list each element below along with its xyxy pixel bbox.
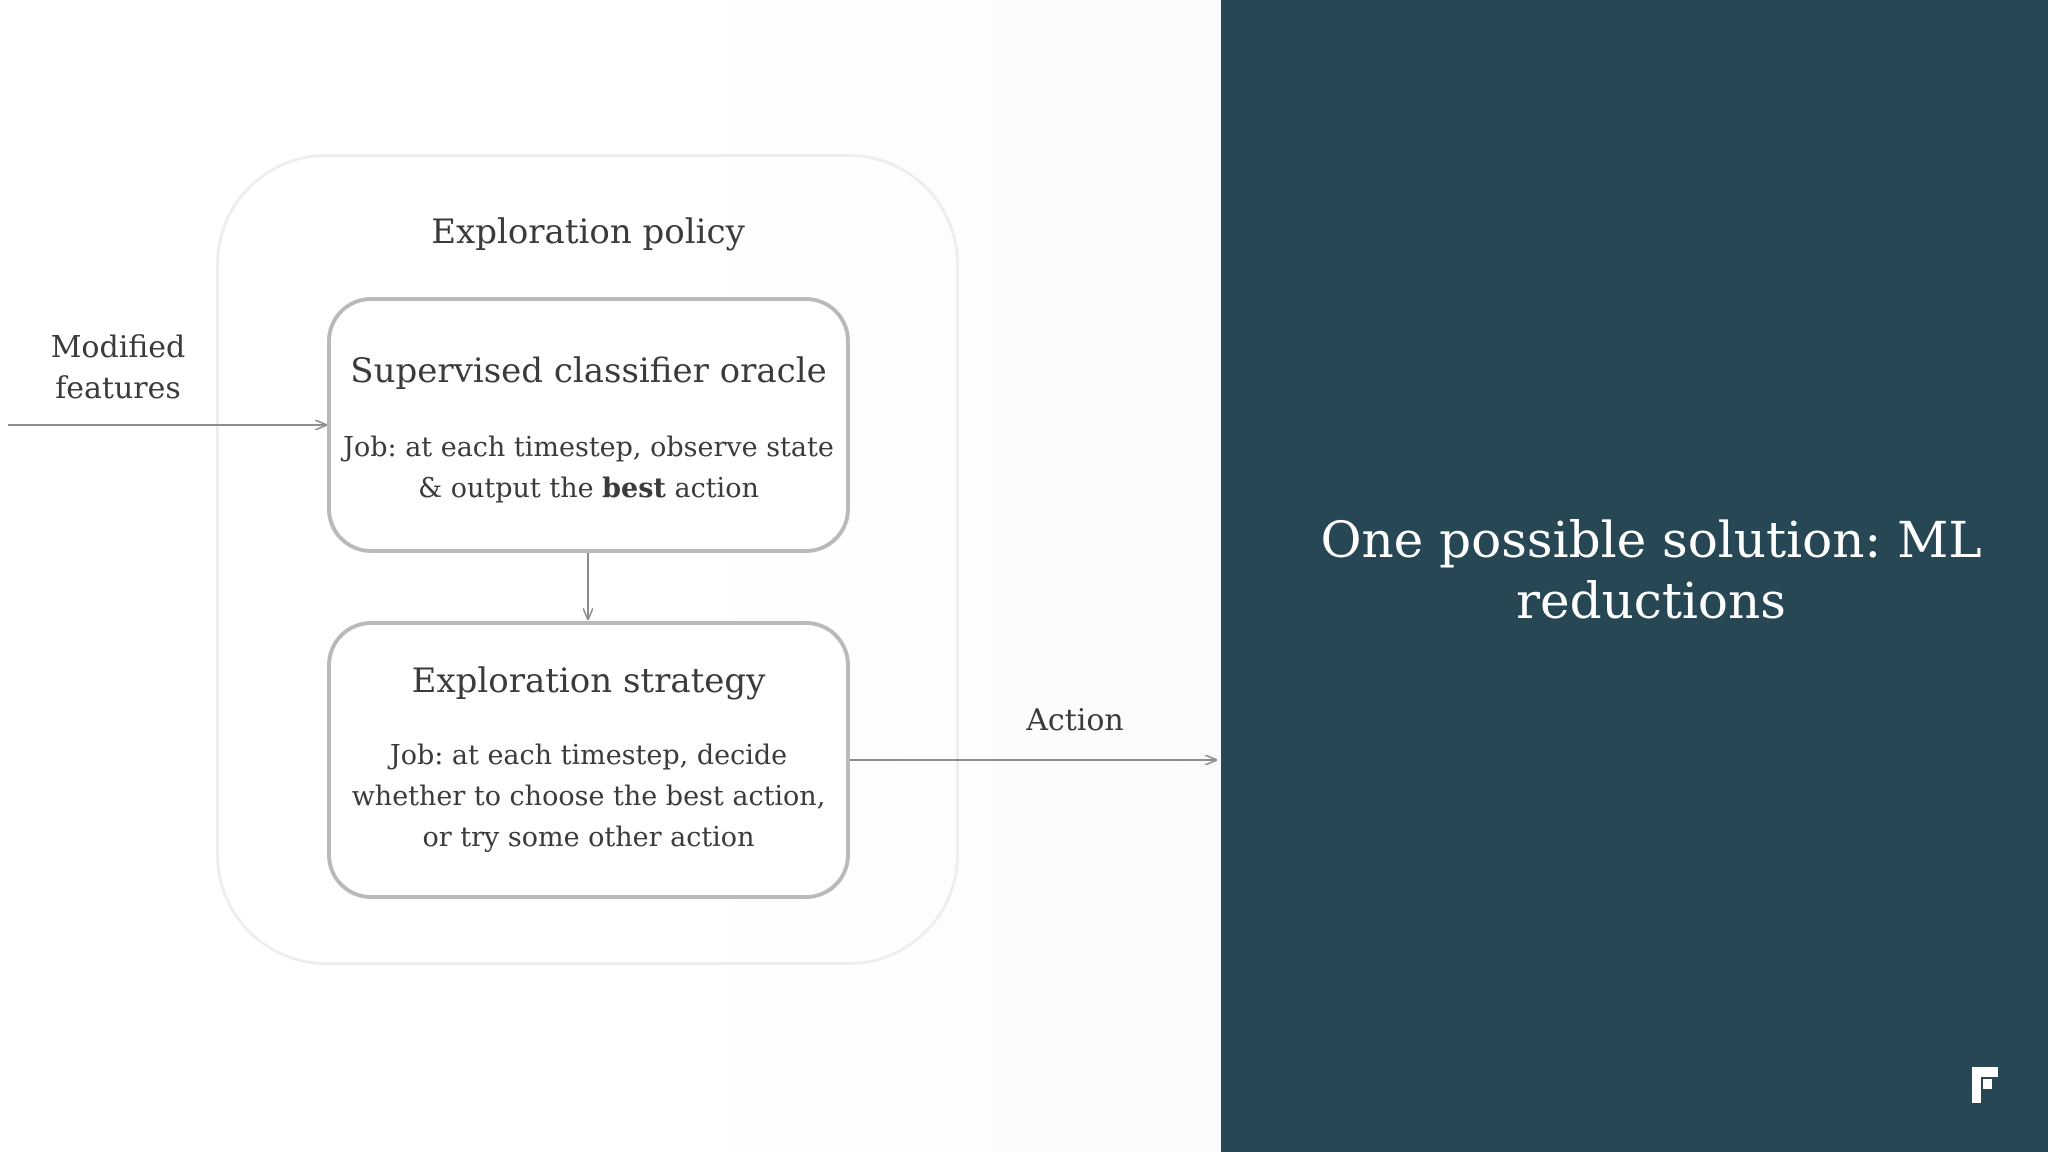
slide-title-line-2: reductions <box>1516 572 1786 630</box>
diagram-arrows <box>8 0 1221 1152</box>
strategy-description-line-2: whether to choose the best action, <box>351 781 826 812</box>
oracle-description-emphasis: best <box>602 473 666 504</box>
oracle-description-prefix: & output the <box>418 473 603 504</box>
exploration-strategy-box: Exploration strategy Job: at each timest… <box>327 621 850 899</box>
strategy-description: Job: at each timestep, decide whether to… <box>331 735 846 858</box>
output-label: Action <box>1026 703 1124 738</box>
strategy-title: Exploration strategy <box>411 661 766 701</box>
oracle-description-suffix: action <box>665 473 759 504</box>
input-label: Modified features <box>28 327 208 409</box>
oracle-description-line-2: & output the best action <box>331 468 846 509</box>
input-label-line-2: features <box>55 371 181 406</box>
slide-title-line-1: One possible solution: ML <box>1320 511 1982 569</box>
brand-logo-icon <box>1972 1067 1998 1103</box>
slide-title: One possible solution: ML reductions <box>1281 510 2021 632</box>
input-label-line-1: Modified <box>50 330 186 365</box>
exploration-policy-container <box>216 154 959 965</box>
oracle-description-line-1: Job: at each timestep, observe state <box>343 432 834 463</box>
oracle-title: Supervised classifier oracle <box>350 351 827 391</box>
title-panel <box>1221 0 2048 1152</box>
diagram-panel <box>0 0 1221 1152</box>
strategy-description-line-3: or try some other action <box>422 822 755 853</box>
oracle-description: Job: at each timestep, observe state & o… <box>331 427 846 509</box>
supervised-classifier-oracle-box: Supervised classifier oracle Job: at eac… <box>327 297 850 553</box>
exploration-policy-title: Exploration policy <box>431 212 745 252</box>
strategy-description-line-1: Job: at each timestep, decide <box>389 740 788 771</box>
